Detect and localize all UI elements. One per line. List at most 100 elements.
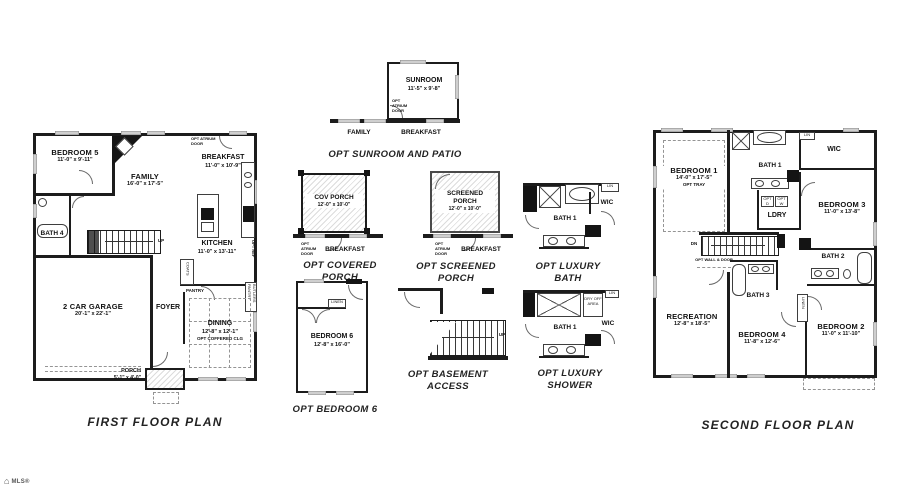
door-arc: [525, 324, 539, 338]
island-cabinet: [201, 222, 214, 232]
bath2-label: BATH 2: [821, 253, 845, 260]
vanity-sink: [566, 346, 576, 354]
coats-closet: COATS: [180, 259, 194, 285]
door-arc: [72, 196, 84, 208]
vanity-sink: [814, 270, 822, 277]
mls-watermark-text: MLS®: [11, 478, 30, 485]
porch-post: [298, 228, 304, 234]
stair-direction-arrow: [442, 337, 494, 338]
opt-luxury-bath-caption: OPT LUXURY BATH: [535, 261, 601, 284]
front-porch: [145, 368, 185, 390]
opt-atrium-door-label: OPT ATRIUM DOOR: [301, 241, 317, 256]
wall: [730, 260, 778, 262]
coffered-line: [189, 344, 251, 345]
wall: [539, 356, 589, 358]
wall: [428, 356, 508, 360]
lin-label: LIN: [803, 132, 811, 137]
stairs-dn-label: DN: [690, 241, 698, 246]
breakfast-label: BREAKFAST: [401, 129, 441, 136]
window: [747, 374, 765, 378]
porch-post: [364, 170, 370, 176]
wall-block: [346, 279, 362, 284]
opt-bedroom6-caption: OPT BEDROOM 6: [292, 404, 378, 415]
window: [338, 119, 360, 123]
window: [121, 131, 141, 135]
bath1-label: BATH 1: [553, 324, 577, 331]
house-wall: [423, 234, 513, 238]
vanity-sink: [548, 346, 558, 354]
linen-closet: LIN: [601, 183, 619, 192]
wall: [776, 262, 778, 290]
wall: [69, 193, 71, 255]
wall-block: [585, 334, 601, 346]
coffered-line: [209, 298, 210, 368]
house-wall: [330, 119, 460, 123]
window: [229, 131, 247, 135]
wic-label: WIC: [600, 199, 614, 206]
wall: [523, 290, 619, 293]
window: [253, 180, 257, 204]
window: [147, 131, 165, 135]
garage-door-line: [45, 371, 141, 372]
wall: [398, 288, 442, 291]
coats-label: COATS: [185, 262, 191, 276]
wall: [807, 284, 877, 286]
window: [873, 322, 877, 346]
wic-label: WIC: [601, 320, 615, 327]
island-cooktop: [201, 208, 214, 220]
bath4-sink: [38, 198, 47, 207]
wall-block: [482, 288, 494, 294]
oven-stack: [243, 206, 254, 222]
window: [33, 204, 37, 218]
opt-basement-access-diagram: UP: [398, 288, 510, 398]
linen-closet: LIN: [799, 132, 815, 140]
opt-d-label: OPT D: [763, 196, 772, 206]
door-arc: [601, 211, 615, 225]
shower: [732, 132, 750, 150]
second-floor-caption: SECOND FLOOR PLAN: [701, 418, 855, 432]
kitchen-sink: [244, 182, 252, 188]
window: [715, 374, 737, 378]
double-vanity: [751, 178, 789, 189]
vanity-sink: [762, 266, 770, 272]
window: [843, 128, 859, 132]
house-logo-icon: ⌂: [4, 476, 10, 486]
bath3-vanity: [748, 264, 774, 274]
window: [198, 377, 218, 381]
butlers-pantry-label: BUTLERS PANTRY: [247, 284, 257, 303]
wall-block: [523, 186, 537, 212]
opt-luxury-shower-diagram: DRY OFF AREA LIN WIC BATH 1: [523, 278, 623, 398]
wall-block: [777, 234, 785, 248]
window: [55, 131, 79, 135]
coffered-line: [229, 298, 230, 368]
lin-label: LIN: [608, 290, 616, 295]
wall: [757, 190, 759, 230]
window: [253, 312, 257, 332]
window: [711, 128, 733, 132]
wall-block: [523, 293, 535, 317]
stair-landing: [87, 230, 99, 254]
first-floor-caption: FIRST FLOOR PLAN: [87, 415, 223, 429]
bath2-vanity: [811, 268, 839, 279]
door-arc: [525, 215, 539, 229]
door-arc: [801, 182, 815, 196]
linen-closet: LIN: [605, 290, 619, 298]
coffered-line: [189, 321, 251, 322]
toilet: [843, 269, 851, 279]
opt-screened-porch-caption: OPT SCREENED PORCH: [416, 261, 496, 284]
stairs-up-label: UP: [157, 238, 165, 243]
stair-mask: [430, 322, 456, 354]
opt-covered-porch-caption: OPT COVERED PORCH: [303, 260, 377, 283]
wall: [807, 248, 877, 250]
linen-closet: LINEN: [797, 294, 808, 322]
window: [433, 234, 451, 238]
